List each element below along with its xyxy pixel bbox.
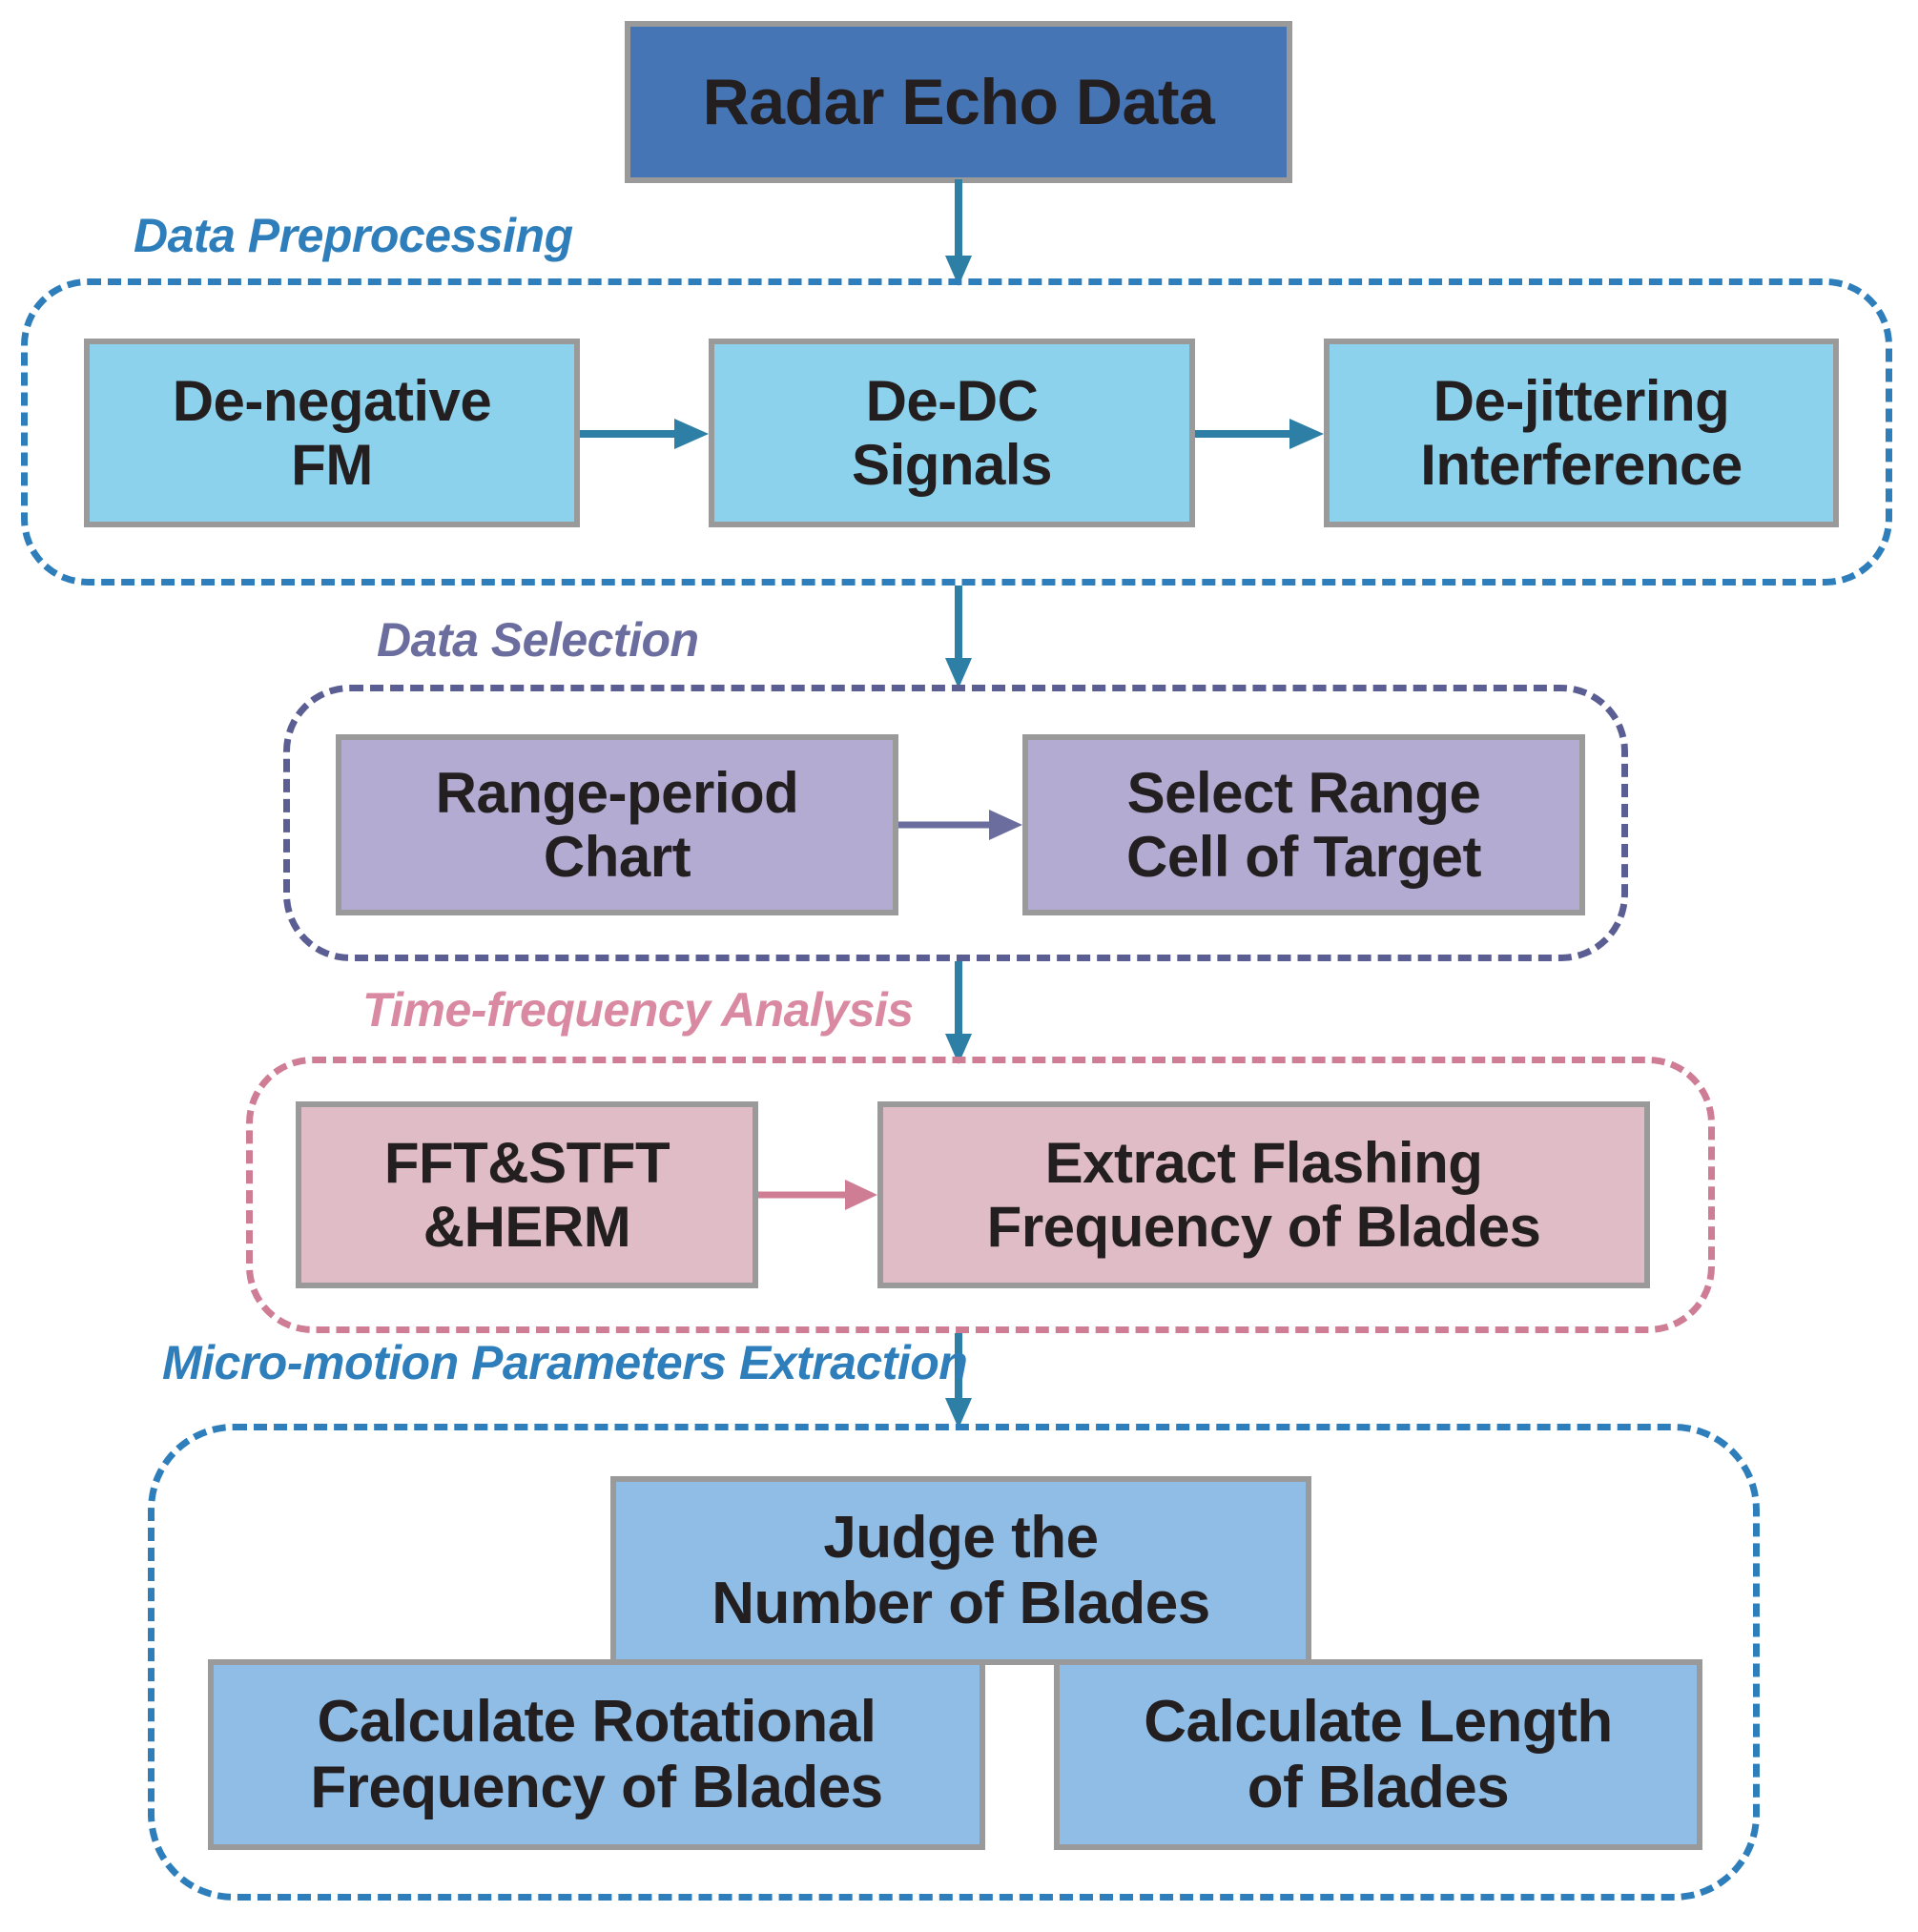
connector-preprocessing-to-selection [939,586,978,689]
caption-data-selection: Data Selection [377,613,699,667]
connector-radar-to-preprocessing [939,179,978,286]
caption-micro-motion-parameters-extraction: Micro-motion Parameters Extraction [162,1336,968,1389]
connector-denegative-to-dedc [580,410,709,458]
caption-time-frequency-analysis: Time-frequency Analysis [362,983,914,1037]
connector-analysis-to-micromotion [939,1333,978,1428]
node-de-negative-fm[interactable]: De-negative FM [84,339,580,527]
group-micro-motion-parameters-extraction [148,1424,1760,1901]
caption-data-preprocessing: Data Preprocessing [134,209,573,262]
group-time-frequency-analysis [246,1057,1715,1333]
node-judge-the-number-of-blades[interactable]: Judge the Number of Blades [610,1476,1311,1665]
node-range-period-chart[interactable]: Range-period Chart [336,734,898,915]
node-calculate-length-of-blades[interactable]: Calculate Length of Blades [1054,1659,1702,1850]
node-radar-echo-data[interactable]: Radar Echo Data [625,21,1292,183]
connector-selection-to-analysis [939,961,978,1064]
group-data-selection [283,685,1628,961]
connector-dedc-to-dejittering [1195,410,1324,458]
connector-rangeperiod-to-selectrange [898,801,1022,849]
node-select-range-cell-of-target[interactable]: Select Range Cell of Target [1022,734,1585,915]
node-de-jittering-interference[interactable]: De-jittering Interference [1324,339,1839,527]
node-fft-stft-herm[interactable]: FFT&STFT &HERM [296,1101,758,1288]
node-de-dc-signals[interactable]: De-DC Signals [709,339,1195,527]
node-extract-flashing-frequency-of-blades[interactable]: Extract Flashing Frequency of Blades [877,1101,1650,1288]
group-data-preprocessing [21,278,1892,586]
node-calculate-rotational-frequency-of-blades[interactable]: Calculate Rotational Frequency of Blades [208,1659,985,1850]
connector-fft-to-extract [758,1171,877,1219]
